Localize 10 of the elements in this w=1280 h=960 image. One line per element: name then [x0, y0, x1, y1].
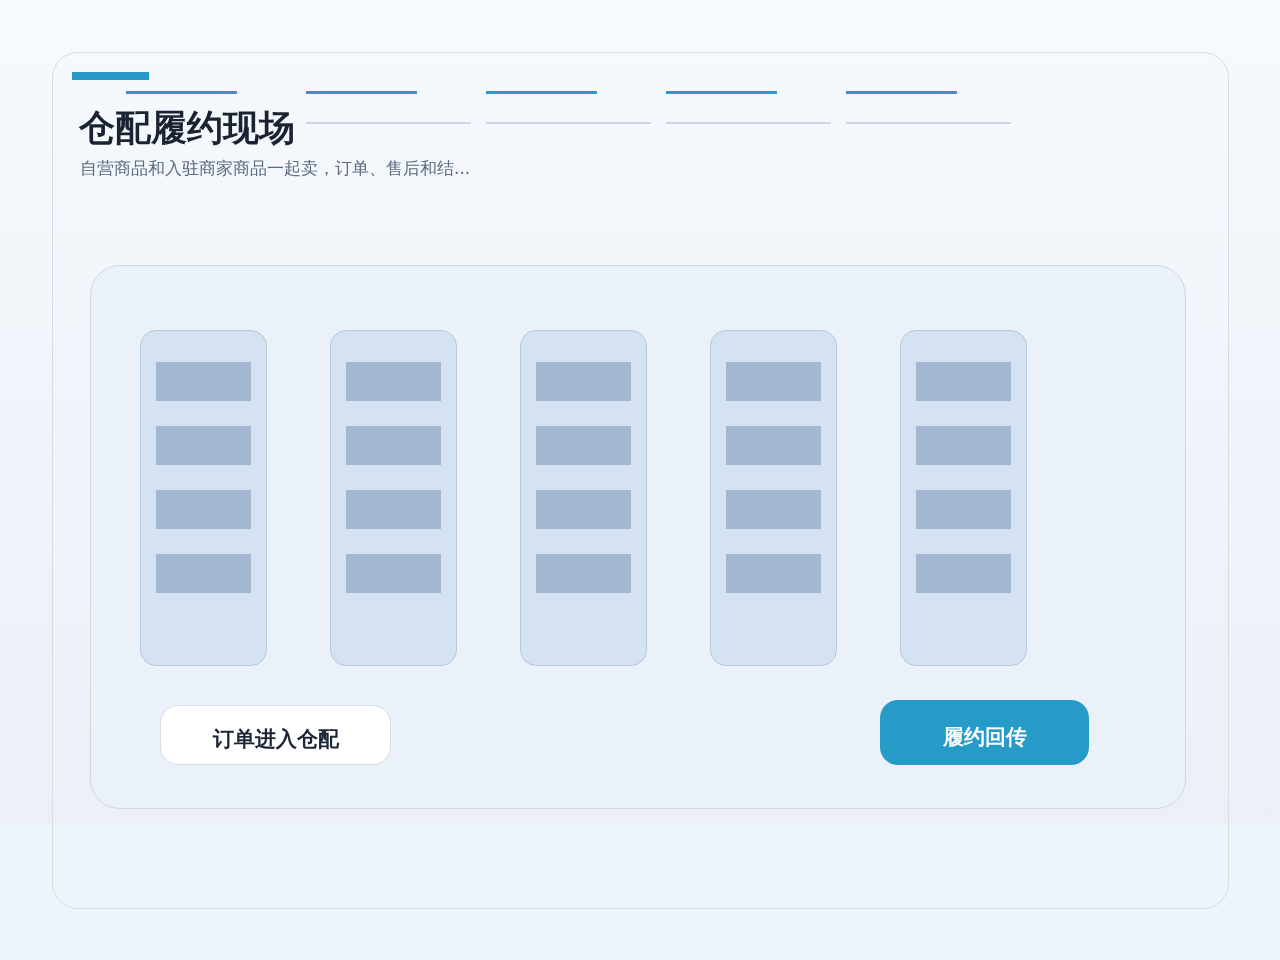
diagram-title: 仓配履约现场 [79, 106, 295, 150]
shelf-rack [520, 330, 647, 666]
process-box: 履约回传 [880, 700, 1089, 765]
process-box: 订单进入仓配 [160, 705, 391, 765]
stage-panel [90, 265, 1186, 809]
subtitle-text: 自营商品和入驻商家商品一起卖，订单、售后和结... [80, 157, 471, 180]
shelf-rack [710, 330, 837, 666]
shelf-rack [900, 330, 1027, 666]
shelf-rack [330, 330, 457, 666]
shelf-rack [140, 330, 267, 666]
